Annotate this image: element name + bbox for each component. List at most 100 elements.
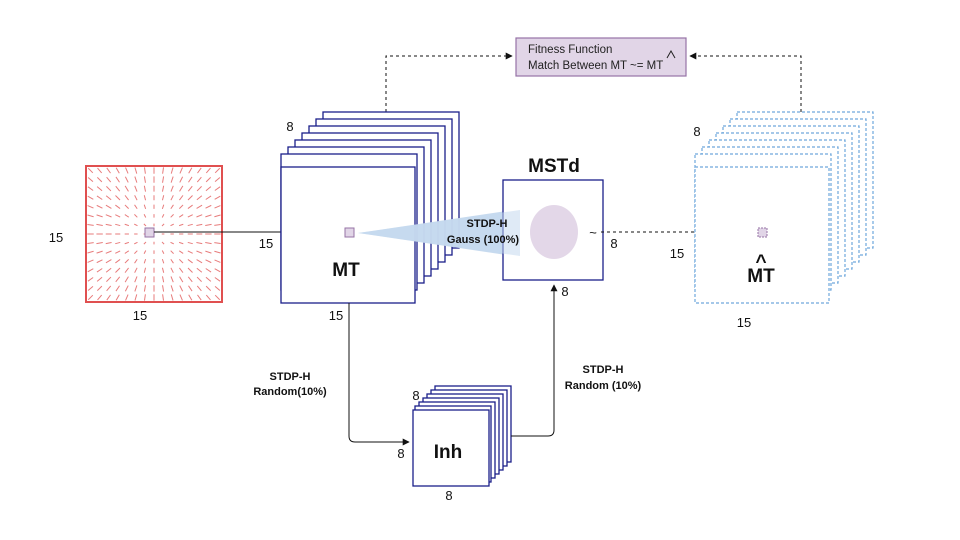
flow-vector [170, 214, 174, 218]
flow-vector [188, 294, 193, 301]
flow-vector [161, 267, 165, 273]
flow-vector [143, 185, 147, 192]
mstd-right-label: 8 [610, 236, 617, 251]
flow-vector [134, 294, 138, 301]
inh-to-mstd-label-line1: STDP-H [583, 364, 624, 376]
inh-layer-stack [412, 385, 512, 487]
flow-vector [134, 285, 138, 292]
flow-vector [87, 186, 94, 191]
flow-vector [87, 195, 94, 200]
flow-vector [188, 167, 193, 174]
flow-vector [124, 241, 130, 245]
flow-vector [143, 285, 146, 292]
flow-vector [115, 176, 120, 183]
flow-vector [170, 176, 174, 183]
flow-vector [170, 250, 174, 254]
inh-top-label: 8 [412, 388, 419, 403]
fitness-title: Fitness Function [528, 44, 612, 56]
mthat-bottom-label: 15 [737, 315, 751, 330]
flow-vector [196, 204, 203, 209]
flow-vector [187, 185, 193, 192]
mt-to-fitness-arrow [385, 52, 513, 112]
flow-vector [170, 223, 174, 227]
flow-vector [162, 285, 165, 292]
flow-vector [115, 167, 120, 174]
flow-vector [161, 250, 165, 254]
flow-vector [125, 294, 129, 301]
flow-vector [115, 185, 121, 192]
flow-field-vectors [87, 167, 221, 301]
flow-vector [106, 186, 112, 192]
projection-label-line2: Gauss (100%) [447, 234, 519, 246]
flow-vector [196, 241, 203, 245]
flow-vector [87, 177, 94, 183]
flow-vector [96, 186, 103, 192]
mt-depth-label: 8 [286, 119, 293, 134]
flow-vector [105, 241, 112, 245]
flow-vector [179, 185, 184, 192]
mthat-depth-label: 8 [693, 124, 700, 139]
flow-vector [161, 185, 165, 192]
flow-vector [96, 268, 103, 273]
flow-vector [170, 276, 174, 283]
flow-vector [124, 276, 129, 283]
flow-vector [178, 223, 184, 227]
flow-vector [196, 259, 203, 264]
flow-vector [179, 267, 184, 273]
flow-vector [205, 268, 212, 273]
flow-vector [196, 176, 202, 183]
flow-vector [97, 167, 103, 174]
flow-vector [205, 285, 212, 292]
flow-vector [162, 294, 165, 301]
flow-vector [214, 285, 221, 291]
mt-neuron-marker [344, 227, 355, 238]
flow-vector [161, 258, 165, 264]
flow-vector [187, 223, 193, 227]
flow-vector [162, 176, 165, 183]
flow-vector [115, 294, 120, 301]
flow-vector [187, 276, 193, 283]
flow-vector [214, 277, 221, 282]
flow-vector [187, 214, 193, 218]
flow-vector [179, 176, 184, 183]
flow-vector [161, 241, 165, 245]
flow-vector [143, 241, 147, 245]
flow-vector [87, 285, 94, 291]
flow-vector [214, 186, 221, 191]
flow-vector [196, 195, 203, 201]
flow-vector [134, 250, 138, 254]
flow-vector [178, 214, 184, 218]
flow-vector [124, 176, 129, 183]
flow-vector [196, 214, 203, 218]
flow-vector [143, 267, 147, 273]
flow-vector [96, 285, 103, 292]
flow-vector [115, 223, 121, 227]
flow-vector [105, 267, 112, 273]
flow-vector [143, 276, 147, 283]
flow-vector [134, 176, 138, 183]
flow-vector [105, 195, 112, 201]
flow-vector [105, 214, 112, 218]
flow-vector [170, 241, 174, 245]
flow-vector [170, 258, 174, 264]
flow-vector [87, 242, 94, 245]
input-left-label: 15 [49, 230, 63, 245]
flow-vector [115, 276, 121, 283]
flow-vector [143, 167, 146, 174]
flow-vector [87, 268, 94, 273]
flow-vector [124, 195, 129, 201]
mthat-layer-stack [694, 111, 874, 304]
flow-vector [179, 285, 184, 292]
flow-vector [178, 258, 184, 264]
flow-vector [179, 294, 183, 301]
mthat-neuron-marker [757, 227, 768, 238]
mt-to-inh-arrow [348, 303, 410, 446]
flow-vector [125, 167, 129, 174]
flow-vector [134, 276, 138, 283]
flow-vector [96, 242, 103, 245]
flow-vector [97, 294, 103, 301]
flow-vector [197, 294, 202, 301]
flow-vector [115, 214, 121, 218]
flow-vector [134, 195, 138, 201]
